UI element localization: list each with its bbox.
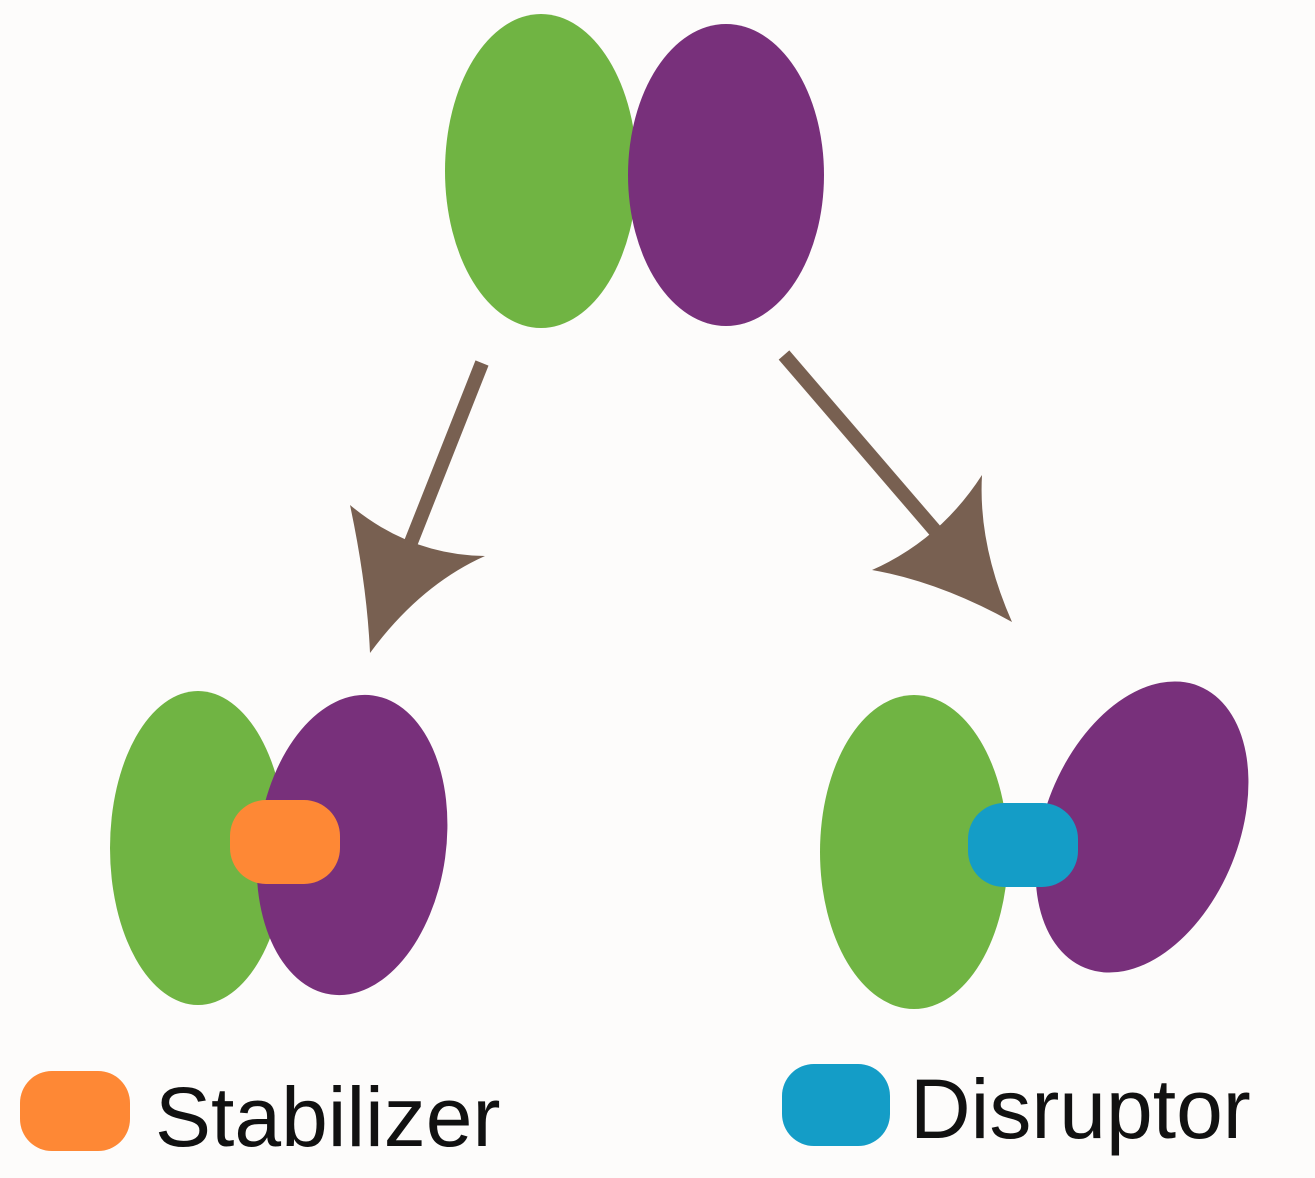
stabilizer-label: Stabilizer	[155, 1070, 500, 1164]
disruptor-label: Disruptor	[910, 1062, 1251, 1156]
arrow-left	[350, 360, 489, 653]
arrow-right-shaft	[778, 350, 956, 553]
protein-b-purple	[1035, 681, 1249, 973]
legend: Stabilizer Disruptor	[20, 1062, 1251, 1164]
disruptor-molecule	[968, 803, 1078, 887]
protein-a-green	[110, 691, 286, 1005]
disruptor-swatch	[782, 1064, 890, 1146]
native-complex	[445, 14, 824, 328]
protein-b-purple	[256, 694, 448, 996]
protein-a-green	[820, 695, 1008, 1009]
legend-item-stabilizer: Stabilizer	[20, 1070, 500, 1164]
protein-a-green	[445, 14, 637, 328]
stabilized-complex	[110, 691, 448, 1005]
legend-item-disruptor: Disruptor	[782, 1062, 1251, 1156]
protein-b-purple	[628, 24, 824, 326]
arrow-left-head	[350, 505, 485, 653]
arrow-left-shaft	[397, 360, 489, 563]
arrow-right	[778, 350, 1012, 622]
arrow-right-head	[872, 475, 1012, 622]
stabilizer-molecule	[230, 800, 340, 884]
disrupted-complex	[820, 681, 1249, 1009]
stabilizer-swatch	[20, 1071, 130, 1151]
